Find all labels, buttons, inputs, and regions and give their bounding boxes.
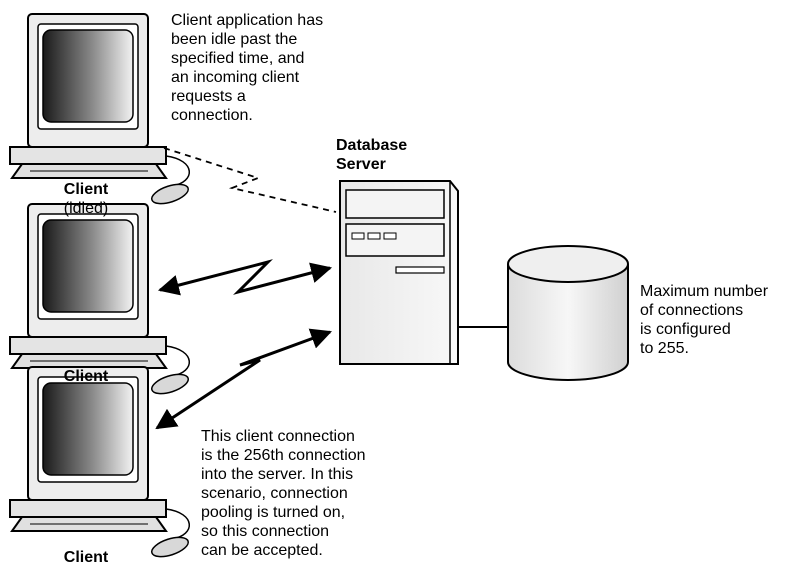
max-connections-note: Maximum number of connections is configu… bbox=[640, 282, 768, 358]
idle-note-line: requests a bbox=[171, 88, 246, 105]
new-conn-note-line: so this connection bbox=[201, 523, 330, 540]
client-label-idled: Client (idled) bbox=[36, 180, 136, 218]
new-conn-note-line: can be accepted. bbox=[201, 542, 323, 559]
client-computer-idled bbox=[9, 13, 192, 209]
idle-client-note: Client application has been idle past th… bbox=[171, 11, 323, 125]
idle-note-line: specified time, and bbox=[171, 50, 305, 67]
max-note-line: to 255. bbox=[640, 340, 689, 357]
new-connection-note: This client connection is the 256th conn… bbox=[201, 427, 366, 560]
max-note-line: is configured bbox=[640, 321, 731, 338]
idle-note-line: an incoming client bbox=[171, 69, 300, 86]
database-cylinder bbox=[507, 245, 629, 381]
new-conn-note-line: into the server. In this bbox=[201, 466, 354, 483]
client-label-connected: Client bbox=[36, 367, 136, 386]
idle-note-line: Client application has bbox=[171, 12, 324, 29]
idle-note-line: connection. bbox=[171, 107, 253, 124]
database-server bbox=[339, 180, 459, 365]
new-conn-note-line: is the 256th connection bbox=[201, 447, 366, 464]
server-label: Database Server bbox=[336, 136, 407, 174]
new-conn-note-line: This client connection bbox=[201, 428, 355, 445]
new-connection-arrow bbox=[155, 328, 332, 430]
client-label: Client bbox=[63, 549, 109, 566]
server-label-line: Database bbox=[336, 137, 408, 154]
idle-connection-line bbox=[163, 147, 337, 213]
client-label-new: Client bbox=[36, 548, 136, 567]
client-label: Client bbox=[63, 181, 109, 198]
client-computer-new bbox=[9, 366, 192, 562]
max-note-line: of connections bbox=[640, 302, 744, 319]
max-note-line: Maximum number bbox=[640, 283, 769, 300]
client-sublabel: (idled) bbox=[63, 200, 109, 217]
idle-note-line: been idle past the bbox=[171, 31, 298, 48]
client-label: Client bbox=[63, 368, 109, 385]
new-conn-note-line: pooling is turned on, bbox=[201, 504, 346, 521]
server-label-line: Server bbox=[336, 156, 386, 173]
new-conn-note-line: scenario, connection bbox=[201, 485, 348, 502]
active-connection-arrow bbox=[157, 259, 333, 296]
